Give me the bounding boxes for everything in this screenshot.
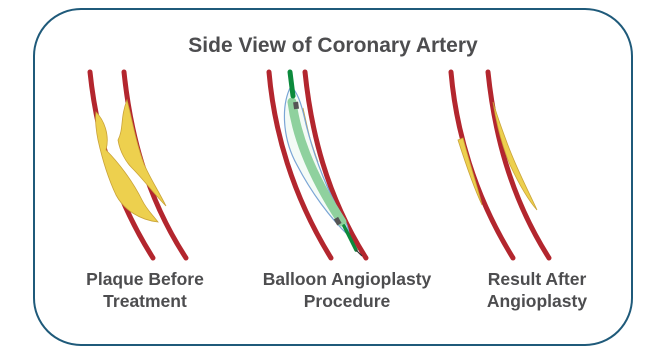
panel-result-after [451, 72, 549, 258]
panel-balloon-procedure [269, 72, 366, 258]
catheter-top [290, 72, 293, 96]
caption-balloon-procedure: Balloon Angioplasty Procedure [252, 268, 442, 312]
marker-band-top [293, 102, 299, 110]
caption-plaque-before: Plaque Before Treatment [70, 268, 220, 312]
artery-wall-left [451, 72, 513, 258]
residual-plaque-left [458, 138, 482, 205]
caption-result-after: Result After Angioplasty [472, 268, 602, 312]
panel-plaque-before [90, 72, 186, 258]
